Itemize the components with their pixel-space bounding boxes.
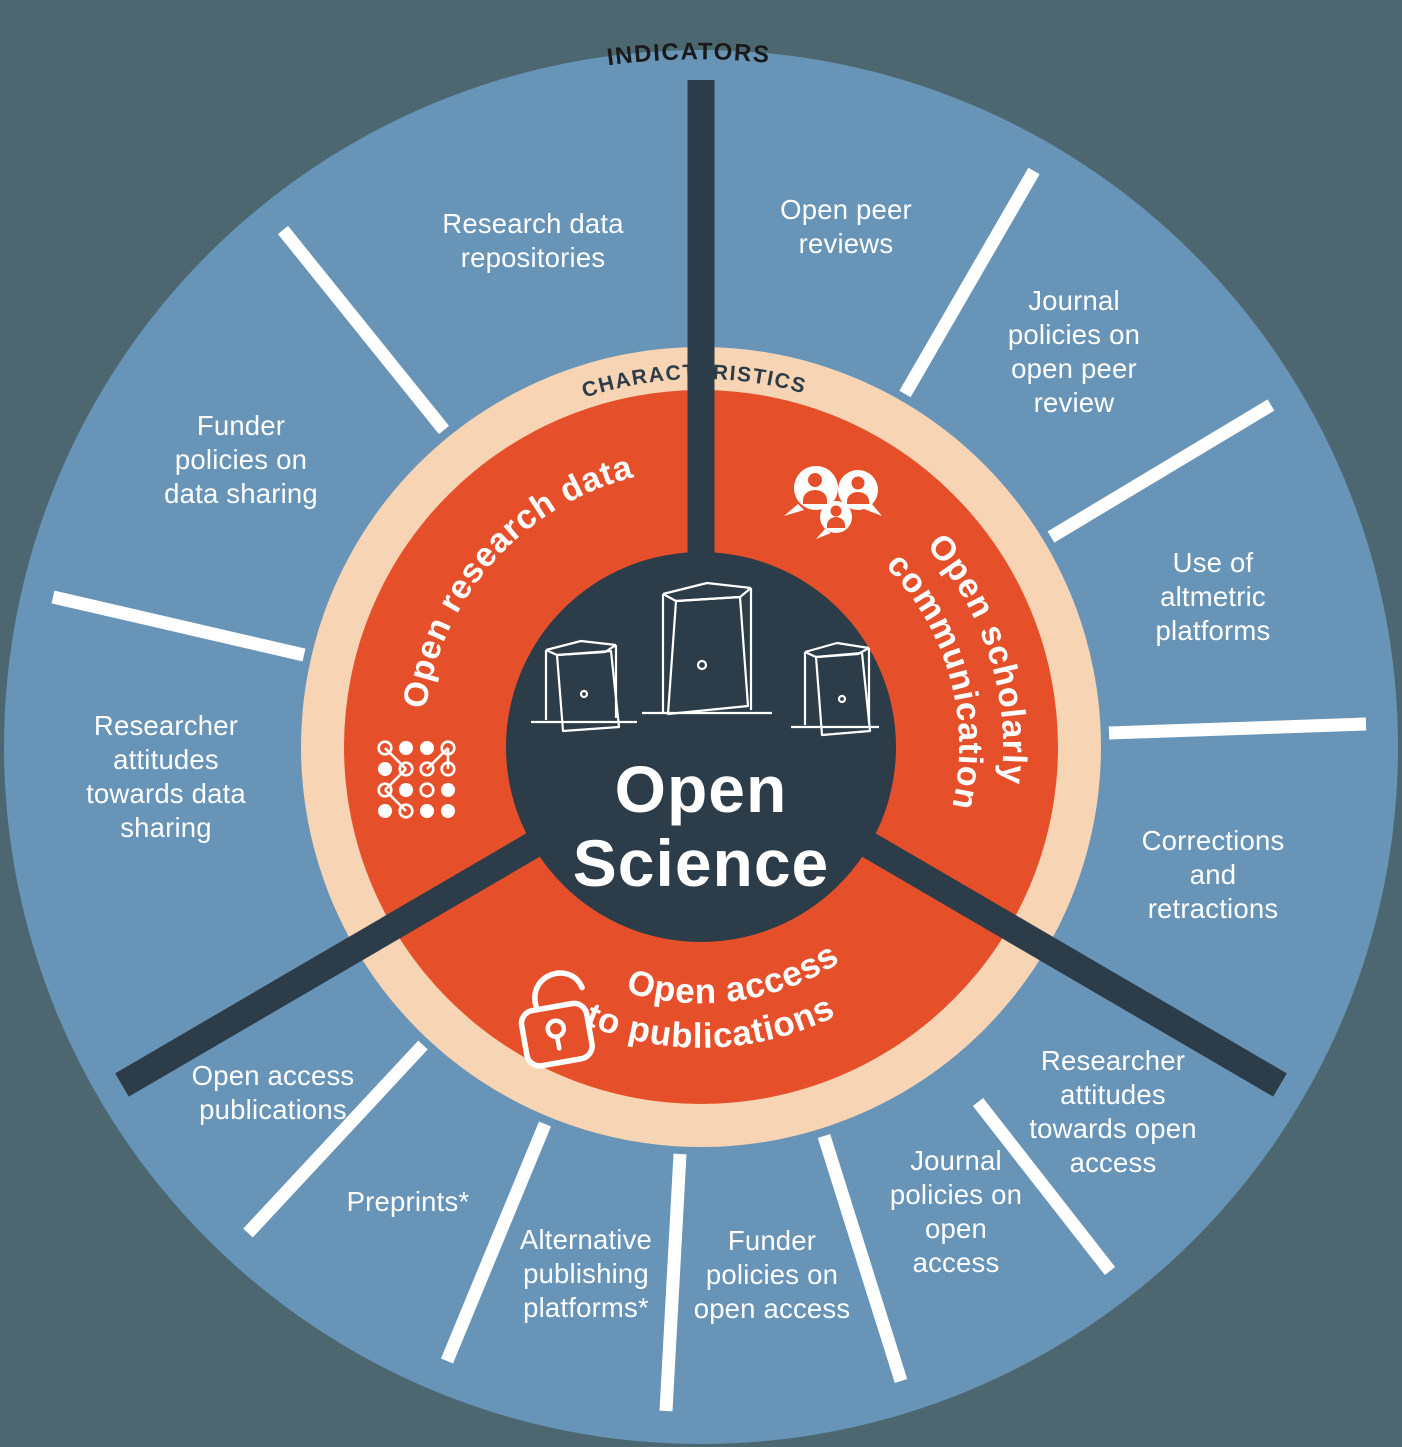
open-doors-icon	[531, 581, 879, 737]
center-title-line2: Science	[573, 826, 830, 900]
open-padlock-icon	[518, 970, 595, 1069]
speech-people-icon	[784, 466, 882, 539]
indicator-divider-lines	[51, 167, 1367, 1412]
center-title-line1: Open	[615, 752, 788, 826]
data-network-icon	[377, 740, 456, 819]
center-circle	[506, 552, 896, 942]
